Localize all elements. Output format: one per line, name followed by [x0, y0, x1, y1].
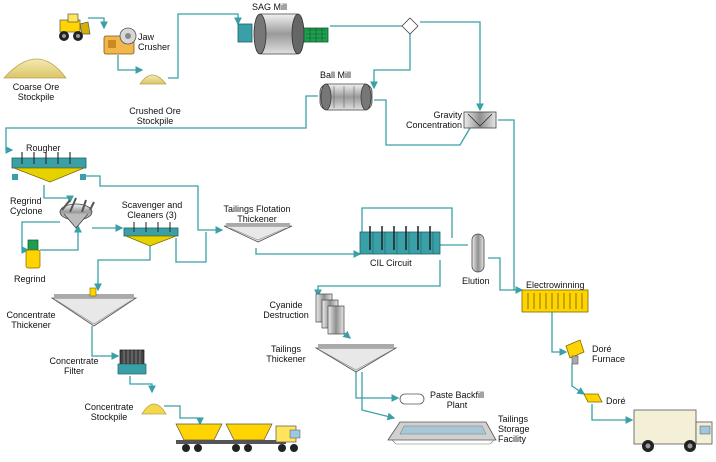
- label-concentrate-stockpile: Concentrate Stockpile: [84, 402, 134, 422]
- label-gravity-concentration: Gravity Concentration: [405, 110, 462, 130]
- label-dore-furnace: Doré Furnace: [592, 344, 626, 364]
- splitter-diamond: [401, 17, 419, 35]
- pipe-stockpile-sag: [168, 13, 242, 79]
- pipe-stockpile-trucks: [164, 405, 204, 426]
- pipe-thick-storage: [361, 372, 396, 421]
- pipe-furnace-dore: [571, 364, 586, 395]
- rougher-cell-icon: [11, 152, 87, 183]
- label-coarse-ore-stockpile: Coarse Ore Stockpile: [12, 82, 60, 102]
- cil-circuit-icon: [359, 226, 441, 255]
- label-concentrate-thickener: Concentrate Thickener: [6, 310, 56, 330]
- pipe-splitter-ballmill: [370, 30, 411, 90]
- label-sag-mill: SAG Mill: [252, 2, 288, 12]
- label-tailings-flotation-thickener: Tailings Flotation Thickener: [223, 204, 291, 224]
- pipe-cleaners-tails: [175, 232, 207, 263]
- pipe-filter-stockpile: [129, 376, 156, 394]
- pipe-elution-ew: [488, 257, 520, 291]
- label-elution: Elution: [462, 276, 490, 286]
- label-regrind-cyclone: Regrind Cyclone: [10, 196, 43, 216]
- pipe-rougher-tails: [86, 175, 224, 234]
- regrind-cyclone-icon: [59, 197, 95, 229]
- tailings-thickener-icon: [314, 344, 398, 373]
- dore-bar-icon: [583, 393, 603, 403]
- pipe-regrind-cyclone: [40, 224, 82, 251]
- label-regrind: Regrind: [14, 274, 46, 284]
- cyanide-destruction-icon: [315, 293, 345, 335]
- sag-mill-icon: [237, 13, 329, 55]
- pipe-splitter-gravity: [420, 21, 484, 112]
- ball-mill-icon: [319, 83, 373, 111]
- pipe-dore-truck: [591, 404, 634, 424]
- concentrate-thickener-icon: [50, 287, 138, 327]
- jaw-crusher-icon: [103, 27, 137, 55]
- label-dore: Doré: [606, 396, 626, 406]
- label-crushed-ore-stockpile: Crushed Ore Stockpile: [129, 106, 181, 126]
- pipe-cyclone-regrind: [21, 221, 60, 254]
- gravity-concentrator-icon: [463, 111, 497, 129]
- concentrate-filter-icon: [117, 349, 147, 375]
- label-scavenger-cleaners: Scavenger and Cleaners (3): [121, 200, 183, 220]
- pipe-gravity-ew: [498, 119, 524, 294]
- tailings-flotation-thickener-icon: [223, 223, 293, 243]
- pipe-cil-top: [361, 207, 453, 238]
- pipe-cleaners-conc: [94, 246, 151, 292]
- label-tailings-thickener: Tailings Thickener: [266, 344, 306, 364]
- pipe-cil-cyanide: [314, 260, 441, 298]
- label-cyanide-destruction: Cyanide Destruction: [263, 300, 309, 320]
- regrind-mill-icon: [25, 239, 41, 269]
- paste-backfill-icon: [399, 393, 425, 405]
- elution-column-icon: [471, 233, 485, 273]
- coarse-ore-stockpile-shape: [3, 58, 67, 79]
- pipe-loader-crusher: [88, 17, 108, 30]
- armoured-truck-icon: [633, 409, 713, 452]
- dore-furnace-icon: [565, 339, 585, 365]
- pipe-conc-filter: [91, 326, 120, 360]
- front-loader-icon: [59, 13, 91, 41]
- pipe-ballmill-gravity: [374, 99, 471, 146]
- label-jaw-crusher: Jaw Crusher: [138, 32, 171, 52]
- label-concentrate-filter: Concentrate Filter: [49, 356, 99, 376]
- electrowinning-icon: [521, 289, 589, 313]
- pipe-rougher-cyclone: [43, 185, 74, 204]
- pipes: [5, 13, 634, 426]
- label-paste-backfill-plant: Paste Backfill Plant: [429, 390, 485, 410]
- label-tailings-storage-facility: Tailings Storage Facility: [498, 414, 530, 444]
- pipe-ballmill-rougher: [5, 95, 318, 154]
- haul-trucks-icon: [175, 423, 301, 452]
- label-electrowinning: Electrowinning: [526, 280, 585, 290]
- pipe-thick-paste: [355, 370, 400, 402]
- label-rougher: Rougher: [26, 143, 61, 153]
- label-ball-mill: Ball Mill: [320, 70, 352, 80]
- pipe-ew-furnace: [551, 312, 568, 356]
- cleaner-cells-icon: [123, 222, 179, 247]
- label-cil-circuit: CIL Circuit: [370, 258, 412, 268]
- pipe-thickener-cil: [255, 248, 362, 258]
- crushed-ore-stockpile-shape: [139, 74, 167, 85]
- concentrate-stockpile-shape: [141, 403, 167, 415]
- tailings-storage-facility-icon: [387, 421, 497, 445]
- pipe-crusher-stockpile: [117, 55, 144, 74]
